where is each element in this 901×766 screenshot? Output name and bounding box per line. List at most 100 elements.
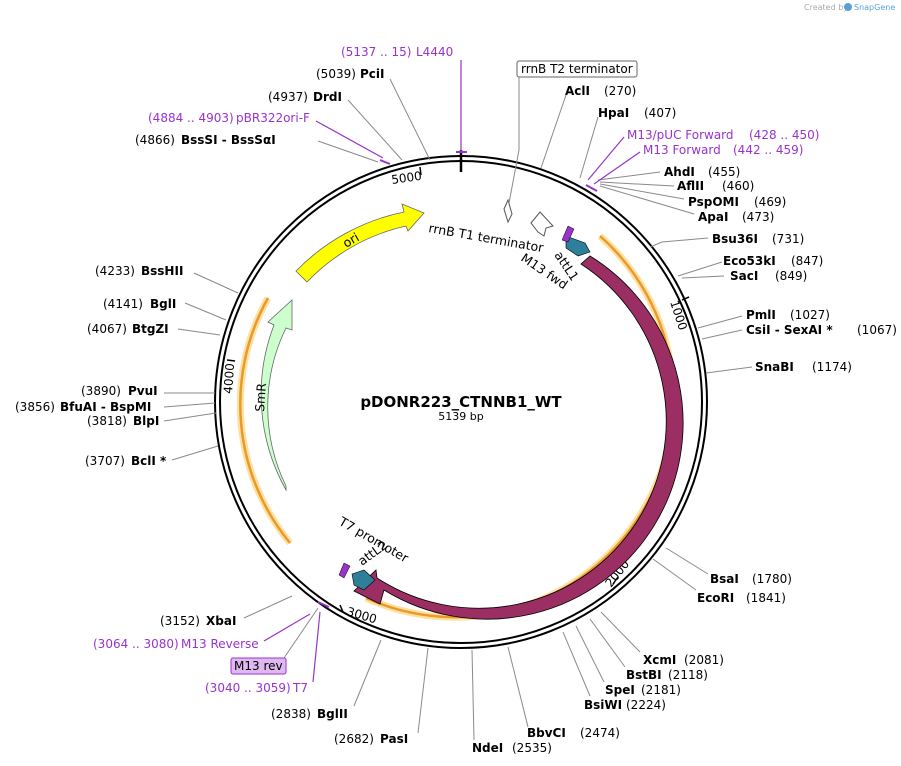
- t7-promoter-feature: [338, 562, 351, 579]
- site-name-csii: CsiI - SexAI *: [746, 323, 833, 337]
- tick-1000: [681, 296, 690, 301]
- site-name-pbr322: pBR322ori-F: [236, 111, 310, 125]
- snabi-leader: [705, 366, 753, 374]
- drdi-leader: [347, 99, 403, 161]
- plasmid-name: pDONR223_CTNNB1_WT: [360, 393, 562, 411]
- site-name-bcli: BclI *: [131, 454, 167, 468]
- attl2-feature: [351, 569, 376, 591]
- ahdi-leader: [597, 171, 661, 181]
- site-name-pspomi: PspOMI: [688, 195, 739, 209]
- site-name-l4440: L4440: [416, 45, 453, 59]
- site-name-blpi: BlpI: [133, 414, 159, 428]
- site-name-bsshii: BssHII: [141, 264, 183, 278]
- site-coord-m13rev: (3064 .. 3080): [93, 637, 179, 651]
- site-coord-ahdi: (455): [708, 165, 740, 179]
- pcii-leader: [389, 78, 431, 161]
- site-name-bstbi: BstBI: [626, 668, 662, 682]
- site-coord-l4440: (5137 .. 15): [341, 45, 411, 59]
- site-coord-pmli: (1027): [790, 308, 830, 322]
- site-coord-ndei: (2535): [512, 741, 552, 755]
- rrnb-t2-feature: [503, 198, 513, 224]
- site-coord-t7: (3040 .. 3059): [205, 681, 291, 695]
- tick-2000: [612, 576, 619, 585]
- saci-leader: [681, 275, 725, 279]
- site-name-m13puc: M13/pUC Forward: [627, 128, 734, 142]
- site-coord-pasi: (2682): [334, 732, 374, 746]
- snapgene-logo: [844, 3, 852, 11]
- bstbi-leader: [589, 618, 626, 668]
- site-name-bbvci: BbvCI: [527, 726, 566, 740]
- ori-label: ori: [340, 229, 362, 250]
- site-coord-bsshii: (4233): [95, 264, 135, 278]
- bsu36i-leader: [649, 237, 709, 248]
- tick-label-3000: 3000: [345, 604, 378, 626]
- site-coord-eco53ki: (847): [791, 254, 823, 268]
- m13rev-leader: [283, 607, 319, 659]
- m13rev-label: M13 rev: [234, 659, 283, 673]
- bsiwi-leader: [562, 631, 591, 697]
- brand-text: SnapGene: [854, 3, 895, 12]
- site-coord-bsai: (1780): [752, 572, 792, 586]
- m13rev-box: [230, 657, 287, 675]
- site-name-bfuai: BfuAI - BspMI: [60, 400, 151, 414]
- site-coord-blpi: (3818): [87, 414, 127, 428]
- site-coord-saci: (849): [775, 269, 807, 283]
- site-name-pvui: PvuI: [128, 384, 158, 398]
- site-coord-snabi: (1174): [812, 360, 852, 374]
- site-name-pasi: PasI: [380, 732, 408, 746]
- site-name-spei: SpeI: [605, 683, 635, 697]
- blpi-leader: [163, 412, 217, 422]
- site-name-acli: AclI: [565, 84, 590, 98]
- site-name-hpai: HpaI: [598, 106, 629, 120]
- pbr322-leader: [315, 120, 384, 159]
- site-name-ahdi: AhdI: [664, 165, 695, 179]
- xbai-leader: [243, 595, 293, 619]
- site-name-apai: ApaI: [698, 210, 728, 224]
- eco53ki-leader: [677, 261, 723, 277]
- tick-4000: [226, 359, 236, 362]
- site-name-pcii: PciI: [360, 67, 385, 81]
- site-coord-bfuai: (3856): [15, 400, 55, 414]
- pspomi-leader: [599, 183, 685, 200]
- tick-3000: [339, 604, 344, 613]
- m13rev-primer-mark: [317, 601, 330, 608]
- attl1-feature: [565, 235, 591, 257]
- smr-feature: [260, 299, 293, 492]
- site-name-ndei: NdeI: [472, 741, 503, 755]
- orange-arc-left: [239, 297, 291, 544]
- bbvci-leader: [507, 646, 529, 728]
- pbr322-mark: [379, 159, 391, 165]
- site-coord-bsiwi: (2224): [626, 698, 666, 712]
- apai-leader: [599, 185, 695, 215]
- tick-5000: [419, 166, 422, 176]
- credit-text: Created by: [804, 3, 848, 12]
- bsshii-leader: [193, 272, 239, 294]
- site-name-bglii: BglII: [317, 707, 348, 721]
- m13rev-primer-leader: [263, 613, 311, 642]
- rrnb-t2-label: rrnB T2 terminator: [521, 62, 633, 76]
- site-coord-aflii: (460): [722, 179, 754, 193]
- m13fwd-feature: [561, 225, 575, 243]
- site-coord-bcli: (3707): [85, 454, 125, 468]
- site-name-bsiwi: BsiWI: [584, 698, 622, 712]
- site-name-saci: SacI: [730, 269, 758, 283]
- site-coord-pspomi: (469): [754, 195, 786, 209]
- site-coord-xcmi: (2081): [684, 653, 724, 667]
- site-coord-bglii: (2838): [271, 707, 311, 721]
- csii-leader: [701, 329, 743, 340]
- spei-leader: [575, 625, 605, 683]
- site-coord-m13puc: (428 .. 450): [749, 128, 819, 142]
- site-name-t7: T7: [292, 681, 308, 695]
- bfuai-leader: [163, 402, 216, 408]
- bgli-leader: [184, 302, 227, 321]
- m13fwd-primer-leader: [593, 151, 641, 185]
- site-name-drdi: DrdI: [313, 90, 342, 104]
- m13puc-leader: [587, 136, 625, 181]
- acli-leader: [540, 94, 567, 169]
- site-coord-apai: (473): [742, 210, 774, 224]
- site-name-aflii: AflII: [677, 179, 704, 193]
- smr-label: SmR: [252, 382, 269, 412]
- m13puc-mark: [585, 184, 598, 192]
- site-coord-bsu36i: (731): [772, 232, 804, 246]
